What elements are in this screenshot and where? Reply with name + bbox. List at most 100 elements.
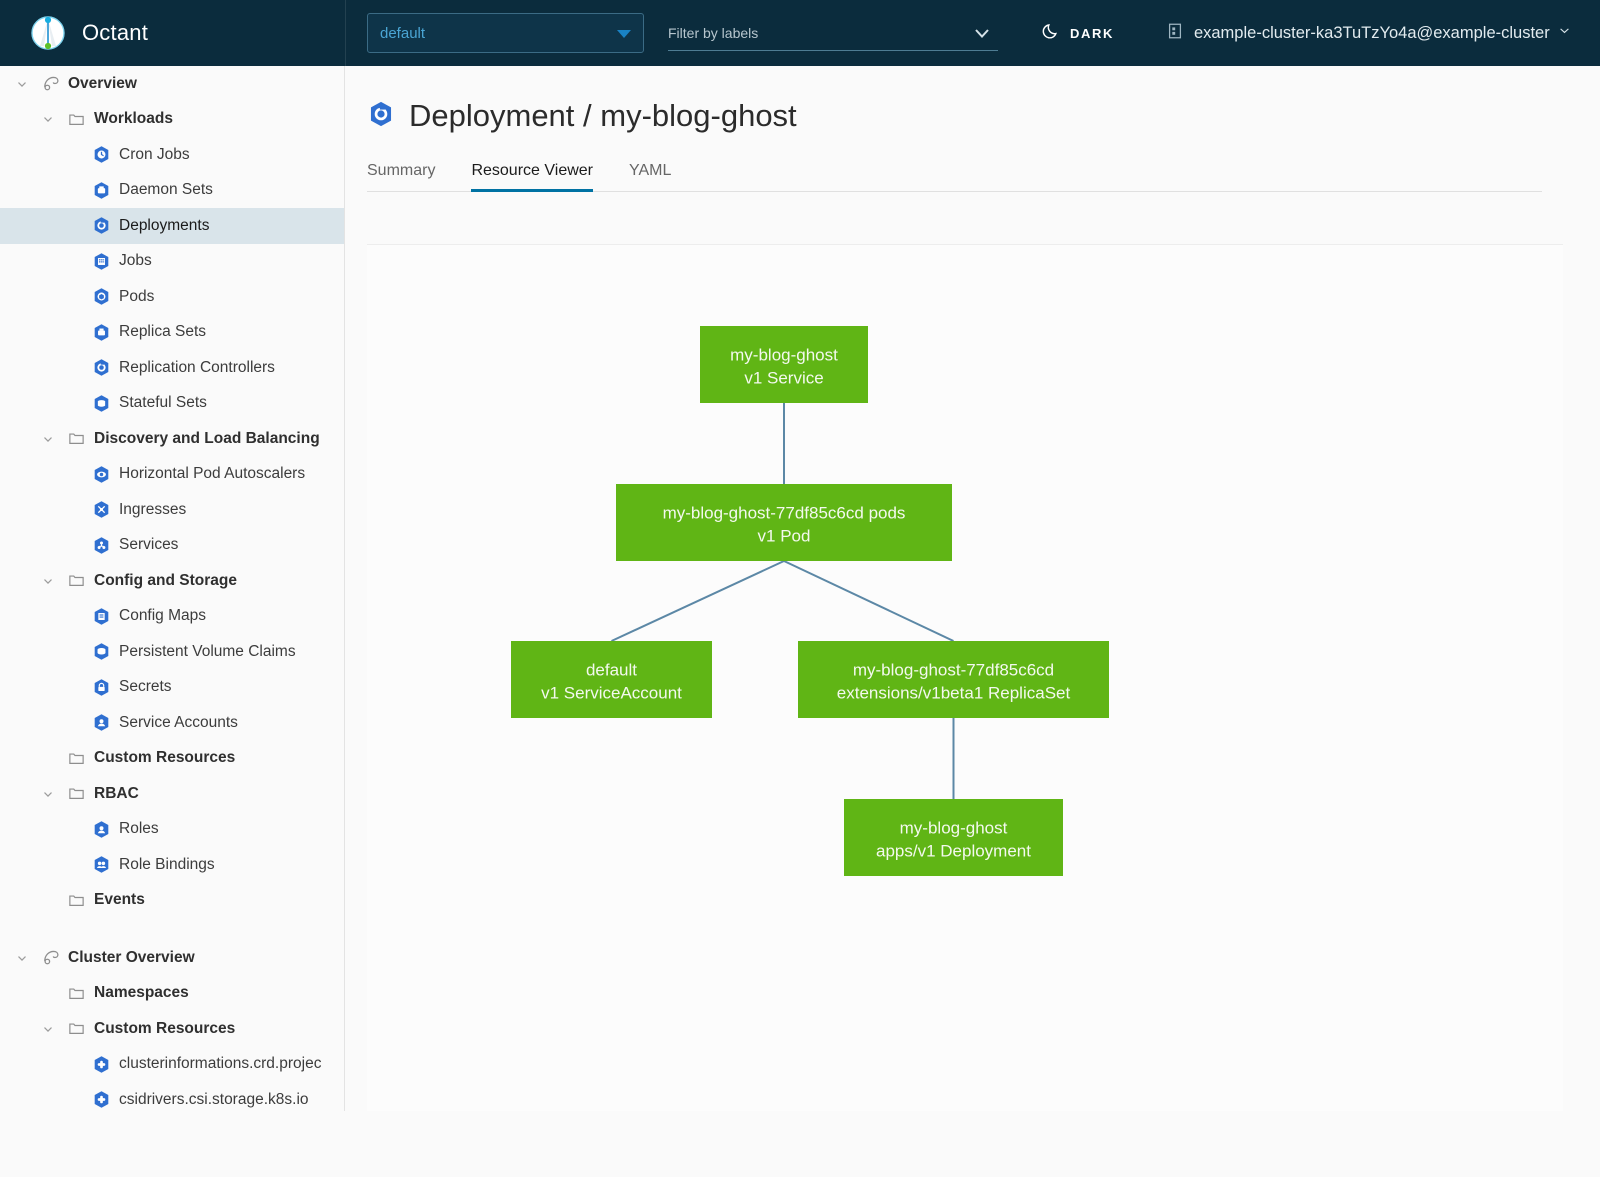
sidebar-item-label: Services	[119, 536, 179, 554]
sidebar-item-label: Secrets	[119, 678, 172, 696]
tab-summary[interactable]: Summary	[367, 162, 436, 179]
graph-node-name: my-blog-ghost	[900, 819, 1008, 838]
replicaset-icon	[92, 323, 111, 342]
chevron-down-icon[interactable]	[40, 786, 56, 802]
graph-node[interactable]: my-blog-ghost-77df85c6cd extensions/v1bet…	[798, 641, 1109, 718]
sidebar-item-clusterinformations-crd-projec[interactable]: clusterinformations.crd.projec	[0, 1047, 344, 1083]
job-icon	[92, 252, 111, 271]
label-filter[interactable]	[668, 15, 998, 51]
sidebar-spacer	[0, 918, 344, 940]
sidebar-item-jobs[interactable]: Jobs	[0, 244, 344, 280]
label-filter-input[interactable]	[668, 24, 958, 41]
sidebar-item-cluster-overview[interactable]: Cluster Overview	[0, 940, 344, 976]
graph-node-kind: v1 Pod	[758, 527, 811, 546]
sidebar-item-namespaces[interactable]: Namespaces	[0, 976, 344, 1012]
ingress-icon	[92, 500, 111, 519]
sidebar-item-roles[interactable]: Roles	[0, 812, 344, 848]
sidebar-item-secrets[interactable]: Secrets	[0, 670, 344, 706]
service-icon	[92, 536, 111, 555]
overview-icon	[42, 948, 61, 967]
folder-icon	[68, 430, 85, 447]
graph-node-name: my-blog-ghost-77df85c6cd	[853, 661, 1054, 680]
tab-resource-viewer[interactable]: Resource Viewer	[471, 162, 593, 192]
sidebar-item-overview[interactable]: Overview	[0, 66, 344, 102]
sidebar-item-label: Persistent Volume Claims	[119, 642, 296, 660]
moon-icon	[1042, 21, 1061, 45]
theme-toggle-label: DARK	[1070, 25, 1114, 41]
sidebar-item-replica-sets[interactable]: Replica Sets	[0, 315, 344, 351]
namespace-select-value: default	[380, 24, 426, 42]
sidebar-item-label: Jobs	[119, 252, 152, 270]
sidebar-item-ingresses[interactable]: Ingresses	[0, 492, 344, 528]
sidebar-item-rbac[interactable]: RBAC	[0, 776, 344, 812]
sidebar-item-label: Pods	[119, 287, 155, 305]
chevron-down-icon[interactable]	[14, 76, 30, 92]
sidebar-item-label: Role Bindings	[119, 855, 215, 873]
namespace-select[interactable]: default	[367, 13, 644, 53]
chevron-down-icon[interactable]	[40, 431, 56, 447]
tab-bar[interactable]: Summary Resource Viewer YAML	[367, 156, 1542, 192]
sidebar-item-label: Stateful Sets	[119, 394, 207, 412]
sidebar-item-discovery-and-load-balancing[interactable]: Discovery and Load Balancing	[0, 421, 344, 457]
main-content: Deployment / my-blog-ghost Summary Resour…	[345, 66, 1600, 1111]
chevron-down-icon[interactable]	[40, 1021, 56, 1037]
tab-yaml[interactable]: YAML	[629, 162, 672, 179]
cluster-switcher[interactable]: example-cluster-ka3TuTzYo4a@example-clus…	[1166, 22, 1571, 45]
sidebar-item-workloads[interactable]: Workloads	[0, 102, 344, 138]
sidebar-item-csidrivers-csi-storage-k8s-io[interactable]: csidrivers.csi.storage.k8s.io	[0, 1082, 344, 1111]
sidebar-item-label: Discovery and Load Balancing	[94, 429, 320, 447]
pvc-icon	[92, 642, 111, 661]
folder-icon	[68, 1020, 85, 1037]
sidebar-item-horizontal-pod-autoscalers[interactable]: Horizontal Pod Autoscalers	[0, 457, 344, 493]
sidebar-item-persistent-volume-claims[interactable]: Persistent Volume Claims	[0, 634, 344, 670]
cluster-switcher-label: example-cluster-ka3TuTzYo4a@example-clus…	[1193, 23, 1550, 42]
chevron-down-icon[interactable]	[40, 111, 56, 127]
header-divider	[345, 0, 346, 66]
brand[interactable]: Octant	[0, 13, 345, 53]
deployment-icon	[92, 216, 111, 235]
sidebar-item-stateful-sets[interactable]: Stateful Sets	[0, 386, 344, 422]
sidebar-item-role-bindings[interactable]: Role Bindings	[0, 847, 344, 883]
sidebar-item-deployments[interactable]: Deployments	[0, 208, 344, 244]
sidebar-item-events[interactable]: Events	[0, 883, 344, 919]
theme-toggle[interactable]: DARK	[1042, 21, 1114, 45]
sidebar-item-label: Replica Sets	[119, 323, 207, 341]
sidebar-item-label: Service Accounts	[119, 713, 238, 731]
chevron-down-icon[interactable]	[14, 950, 30, 966]
sidebar-item-replication-controllers[interactable]: Replication Controllers	[0, 350, 344, 386]
sidebar-item-custom-resources[interactable]: Custom Resources	[0, 1011, 344, 1047]
folder-icon	[68, 111, 85, 128]
graph-node-kind: apps/v1 Deployment	[876, 842, 1031, 861]
page-title: Deployment / my-blog-ghost	[345, 66, 1600, 134]
sidebar-item-label: Overview	[68, 74, 137, 92]
sidebar-item-label: Daemon Sets	[119, 181, 213, 199]
sidebar-item-daemon-sets[interactable]: Daemon Sets	[0, 173, 344, 209]
chevron-down-icon[interactable]	[40, 573, 56, 589]
overview-icon	[42, 74, 61, 93]
sidebar-item-label: Workloads	[94, 110, 173, 128]
cronjob-icon	[92, 145, 111, 164]
sidebar-item-pods[interactable]: Pods	[0, 279, 344, 315]
serviceaccount-icon	[92, 713, 111, 732]
sidebar-item-custom-resources[interactable]: Custom Resources	[0, 741, 344, 777]
graph-node-name: my-blog-ghost-77df85c6cd pods	[663, 504, 906, 523]
sidebar-item-config-maps[interactable]: Config Maps	[0, 599, 344, 635]
crd-icon	[92, 1090, 111, 1109]
graph-node-kind: extensions/v1beta1 ReplicaSet	[837, 684, 1071, 703]
graph-node[interactable]: my-blog-ghost-77df85c6cd pods v1 Pod	[616, 484, 952, 561]
sidebar-item-service-accounts[interactable]: Service Accounts	[0, 705, 344, 741]
folder-icon	[68, 572, 85, 589]
graph-node-box	[798, 641, 1109, 718]
folder-icon	[68, 892, 85, 909]
secret-icon	[92, 678, 111, 697]
graph-node[interactable]: my-blog-ghost apps/v1 Deployment	[844, 799, 1063, 876]
sidebar-item-services[interactable]: Services	[0, 528, 344, 564]
chevron-down-icon	[972, 23, 992, 48]
sidebar-item-cron-jobs[interactable]: Cron Jobs	[0, 137, 344, 173]
sidebar-item-config-and-storage[interactable]: Config and Storage	[0, 563, 344, 599]
